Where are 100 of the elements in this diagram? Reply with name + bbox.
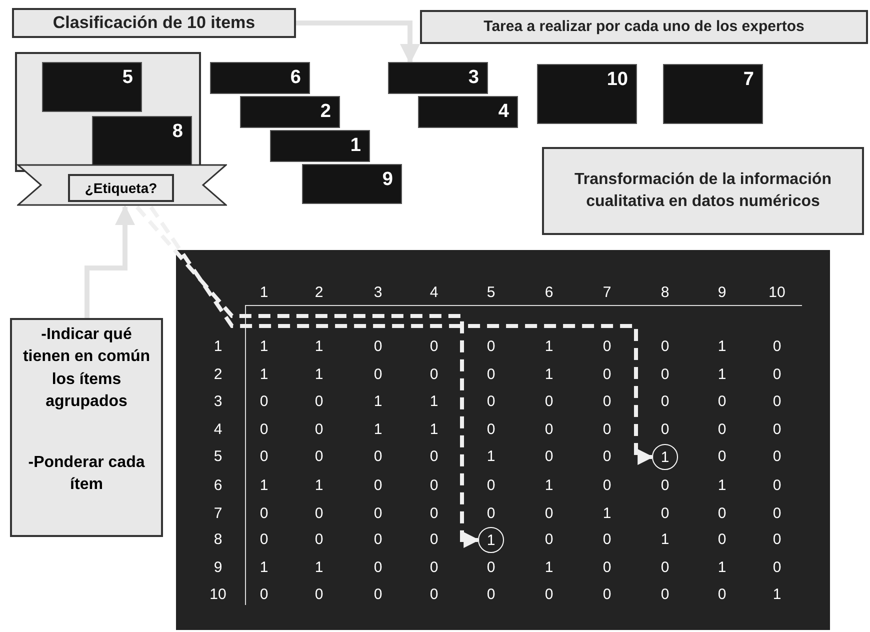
matrix-value: 0 <box>372 560 384 576</box>
item-card: 10 <box>537 64 637 124</box>
matrix-value: 1 <box>486 449 496 465</box>
item-card: 1 <box>270 130 370 162</box>
row-header: 1 <box>212 339 224 355</box>
column-header: 9 <box>716 285 728 301</box>
matrix-value: 0 <box>372 587 384 603</box>
matrix-value: 0 <box>602 560 612 576</box>
column-header: 2 <box>314 285 324 301</box>
matrix-value: 0 <box>428 506 440 522</box>
matrix-value: 0 <box>486 367 496 383</box>
item-card: 7 <box>663 64 763 124</box>
matrix-value: 1 <box>314 367 324 383</box>
matrix-value: 0 <box>428 449 440 465</box>
matrix-value: 0 <box>716 422 728 438</box>
matrix-value: 0 <box>314 587 324 603</box>
column-header: 3 <box>372 285 384 301</box>
matrix-value: 0 <box>428 532 440 548</box>
matrix-value: 0 <box>660 478 670 494</box>
matrix-value: 0 <box>314 422 324 438</box>
matrix-value: 0 <box>602 339 612 355</box>
instruction-text: -Ponderar cada ítem <box>27 452 146 495</box>
matrix-value: 0 <box>602 449 612 465</box>
matrix-value: 1 <box>314 560 324 576</box>
matrix-value: 0 <box>772 422 782 438</box>
matrix-value: 0 <box>428 560 440 576</box>
item-card: 2 <box>240 96 340 128</box>
matrix-value: 1 <box>660 532 670 548</box>
matrix-value: 0 <box>486 478 496 494</box>
item-card: 3 <box>388 62 488 94</box>
item-card: 9 <box>302 164 402 204</box>
circled-cell: 1 <box>652 444 678 470</box>
task-box: Tarea a realizar por cada uno de los expertos <box>420 10 868 44</box>
matrix-value: 0 <box>772 532 782 548</box>
matrix-value: 0 <box>602 532 612 548</box>
matrix-value: 1 <box>716 339 728 355</box>
matrix-value: 1 <box>716 367 728 383</box>
banner-label: ¿Etiqueta? <box>68 174 174 202</box>
matrix-value: 1 <box>716 478 728 494</box>
column-header: 8 <box>660 285 670 301</box>
matrix-value: 0 <box>372 532 384 548</box>
matrix-value: 0 <box>258 532 270 548</box>
matrix-value: 0 <box>544 449 554 465</box>
matrix-value: 0 <box>486 560 496 576</box>
matrix-value: 0 <box>772 478 782 494</box>
matrix-value: 1 <box>314 478 324 494</box>
matrix-value: 1 <box>258 560 270 576</box>
matrix-value: 0 <box>258 394 270 410</box>
matrix-value: 1 <box>372 394 384 410</box>
row-header: 10 <box>208 587 228 603</box>
matrix-value: 0 <box>428 478 440 494</box>
instruction-text: -Indicar qué tienen en común los ítems agrupados <box>22 325 152 412</box>
matrix-value: 1 <box>428 422 440 438</box>
matrix-value: 0 <box>772 367 782 383</box>
matrix-value: 0 <box>372 478 384 494</box>
matrix-value: 0 <box>544 532 554 548</box>
matrix-value: 0 <box>428 367 440 383</box>
matrix-value: 1 <box>544 478 554 494</box>
matrix-value: 0 <box>716 532 728 548</box>
matrix-value: 0 <box>486 339 496 355</box>
matrix-value: 0 <box>602 394 612 410</box>
matrix-value: 1 <box>716 560 728 576</box>
matrix-value: 0 <box>716 506 728 522</box>
matrix-value: 0 <box>602 367 612 383</box>
matrix-value: 0 <box>660 587 670 603</box>
matrix-value: 0 <box>258 587 270 603</box>
matrix-value: 0 <box>486 506 496 522</box>
matrix-value: 0 <box>602 422 612 438</box>
row-header: 6 <box>212 478 224 494</box>
matrix-value: 0 <box>544 394 554 410</box>
item-card: 4 <box>418 96 518 128</box>
matrix-value: 1 <box>258 367 270 383</box>
matrix-value: 0 <box>660 506 670 522</box>
row-header: 4 <box>212 422 224 438</box>
column-header: 10 <box>768 285 786 301</box>
row-header: 7 <box>212 506 224 522</box>
matrix-value: 0 <box>660 422 670 438</box>
matrix-value: 0 <box>486 587 496 603</box>
matrix-value: 0 <box>372 367 384 383</box>
matrix-value: 0 <box>486 422 496 438</box>
column-header: 1 <box>258 285 270 301</box>
circled-cell: 1 <box>478 527 504 553</box>
matrix-value: 0 <box>258 506 270 522</box>
matrix-value: 0 <box>660 394 670 410</box>
matrix-value: 0 <box>314 506 324 522</box>
arrow <box>296 20 420 64</box>
row-header: 2 <box>212 367 224 383</box>
matrix-value: 0 <box>372 449 384 465</box>
row-header: 8 <box>212 532 224 548</box>
row-header: 5 <box>212 449 224 465</box>
matrix-value: 1 <box>258 339 270 355</box>
matrix-value: 0 <box>772 560 782 576</box>
matrix-value: 0 <box>660 560 670 576</box>
matrix-value: 1 <box>428 394 440 410</box>
matrix-value: 0 <box>772 506 782 522</box>
matrix-value: 0 <box>372 339 384 355</box>
matrix-value: 0 <box>660 339 670 355</box>
column-header: 5 <box>486 285 496 301</box>
matrix-value: 0 <box>258 422 270 438</box>
matrix-value: 1 <box>314 339 324 355</box>
